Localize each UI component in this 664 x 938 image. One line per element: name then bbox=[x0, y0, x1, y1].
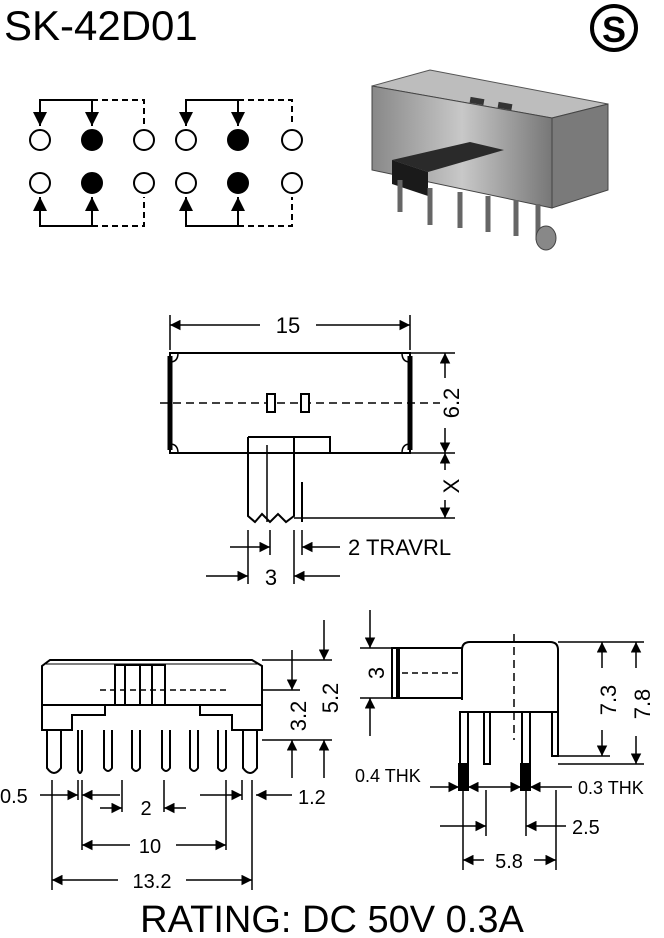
rating-text: RATING: DC 50V 0.3A bbox=[140, 899, 524, 938]
logo-letter: S bbox=[602, 9, 626, 50]
dim-extension: X bbox=[439, 478, 464, 493]
dim-total-height: 7.8 bbox=[630, 689, 655, 720]
dim-row-span: 5.8 bbox=[495, 851, 523, 873]
dim-pin-width: 0.5 bbox=[0, 786, 28, 808]
schematic-pole-2 bbox=[175, 99, 303, 227]
schematic-pole-1 bbox=[29, 99, 155, 227]
dim-actuator-width: 3 bbox=[265, 565, 277, 590]
dim-width: 15 bbox=[276, 313, 300, 338]
dim-travel: 2 TRAVRL bbox=[348, 535, 451, 560]
dim-pin-span: 10 bbox=[139, 836, 161, 858]
dim-front-height: 5.2 bbox=[318, 683, 343, 714]
switch-schematic bbox=[29, 99, 303, 227]
dim-actuator-height: 3 bbox=[364, 667, 389, 679]
dim-thickness-a: 0.4 THK bbox=[355, 766, 421, 786]
dim-height: 6.2 bbox=[439, 388, 464, 419]
dim-pin-pitch: 2 bbox=[140, 798, 151, 820]
dim-overall-width: 13.2 bbox=[133, 871, 172, 893]
dim-tab-width: 1.2 bbox=[298, 787, 326, 809]
side-view-drawing bbox=[360, 610, 644, 870]
product-photo bbox=[371, 69, 609, 251]
front-view-drawing bbox=[40, 620, 332, 890]
dim-thickness-b: 0.3 THK bbox=[578, 778, 644, 798]
model-title: SK-42D01 bbox=[4, 2, 198, 49]
top-view-drawing bbox=[160, 315, 455, 584]
manufacturer-logo: S bbox=[590, 4, 638, 52]
dim-row-pitch: 2.5 bbox=[572, 817, 600, 839]
dim-body-height: 7.3 bbox=[596, 685, 621, 716]
dim-leg-height: 3.2 bbox=[286, 701, 311, 732]
